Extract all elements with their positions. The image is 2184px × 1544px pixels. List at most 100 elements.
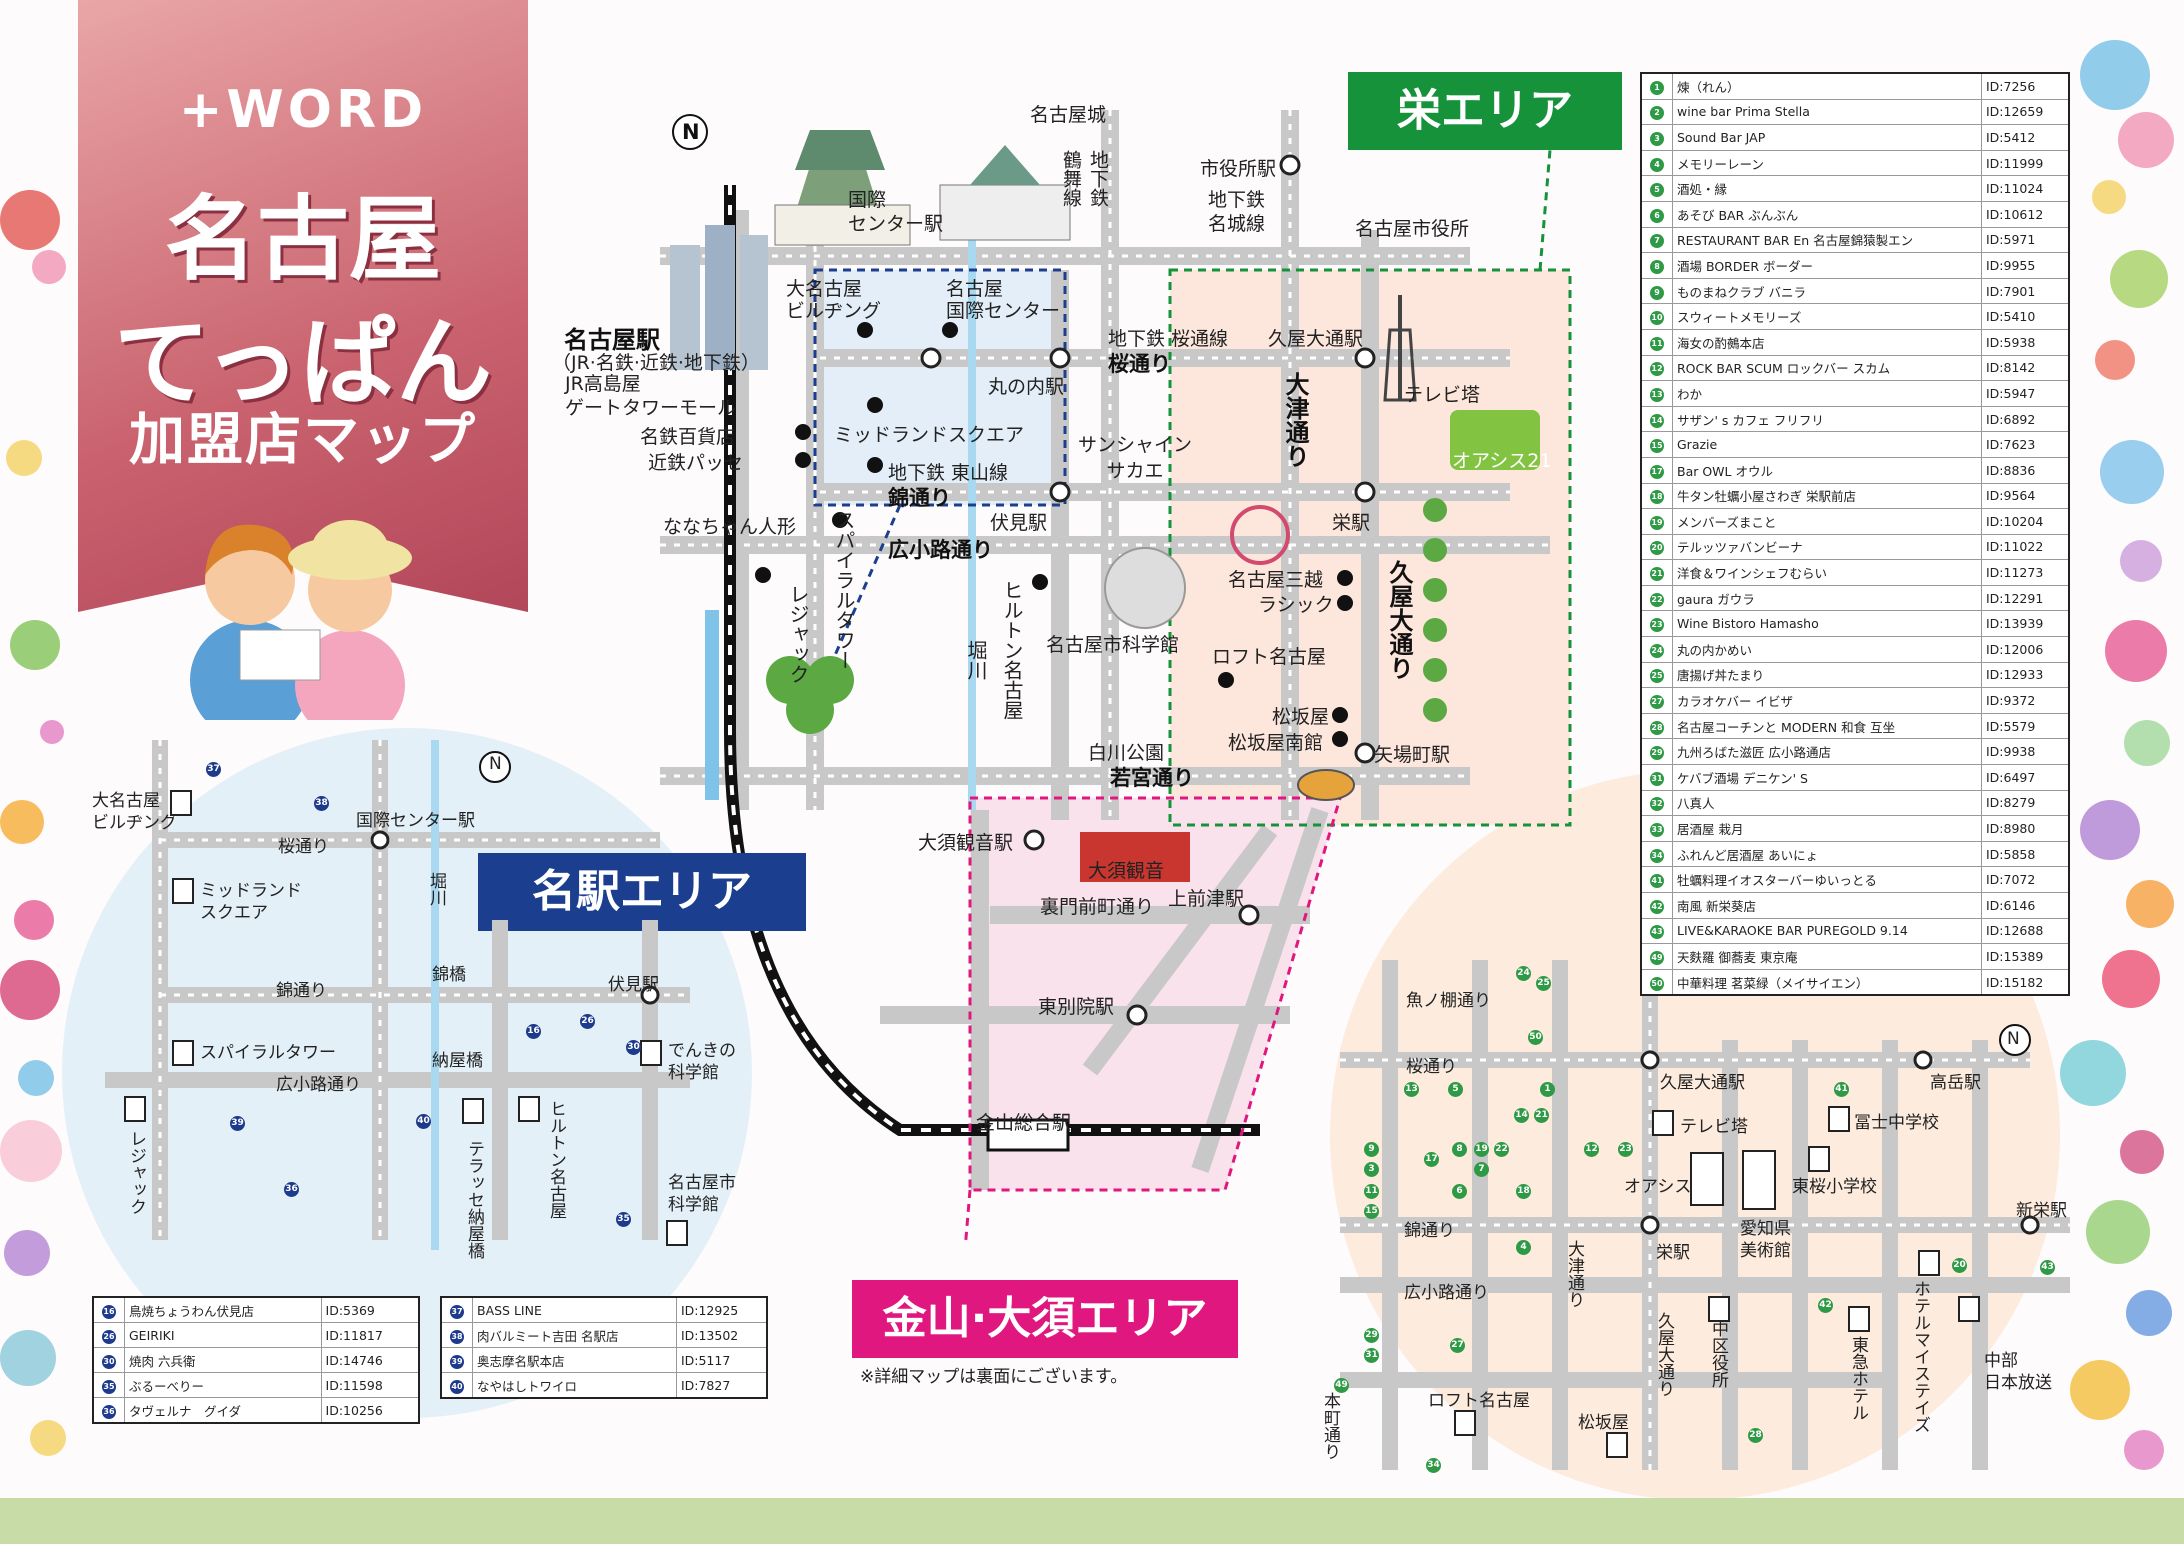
meieki-pin[interactable]: 35	[616, 1212, 631, 1227]
sakae-pin[interactable]: 6	[1452, 1184, 1467, 1199]
store-name: BASS LINE	[472, 1296, 677, 1323]
sakae-pin[interactable]: 34	[1426, 1458, 1441, 1473]
meieki-pin[interactable]: 40	[416, 1114, 431, 1129]
sakae-pin[interactable]: 23	[1618, 1142, 1633, 1157]
sakae-pin[interactable]: 8	[1452, 1142, 1467, 1157]
sakae-pin[interactable]: 49	[1334, 1378, 1349, 1393]
sakae-pin[interactable]: 11	[1364, 1184, 1379, 1199]
sakae-pin[interactable]: 25	[1536, 976, 1551, 991]
sakae-pin[interactable]: 4	[1516, 1240, 1531, 1255]
sakae-pin[interactable]: 3	[1364, 1162, 1379, 1177]
sakae-pin[interactable]: 31	[1364, 1348, 1379, 1363]
sakae-label-hotel-mystays: ホテルマイステイズ	[1910, 1280, 1930, 1433]
meieki-pin[interactable]: 38	[314, 796, 329, 811]
sakae-pin[interactable]: 14	[1514, 1108, 1529, 1123]
store-name: スウィートメモリーズ	[1672, 303, 1982, 330]
sakae-pin[interactable]: 24	[1516, 966, 1531, 981]
store-number-badge: 10	[1640, 303, 1673, 330]
sakae-pin[interactable]: 13	[1404, 1082, 1419, 1097]
sakae-pin[interactable]: 29	[1364, 1328, 1379, 1343]
label-tsurumai-line: 地下鉄 鶴舞線	[1060, 150, 1109, 207]
meieki-pin[interactable]: 37	[206, 762, 221, 777]
store-name: RESTAURANT BAR En 名古屋錦猿製エン	[1672, 226, 1982, 254]
label-kokusai-center: 名古屋 国際センター	[946, 278, 1061, 322]
sakae-pin[interactable]: 17	[1424, 1152, 1439, 1167]
sakae-pin[interactable]: 12	[1584, 1142, 1599, 1157]
sakae-pin[interactable]: 18	[1516, 1184, 1531, 1199]
sakae-pin[interactable]: 27	[1450, 1338, 1465, 1353]
sakae-pin[interactable]: 50	[1528, 1030, 1543, 1045]
sakae-pin[interactable]: 5	[1448, 1082, 1463, 1097]
sakae-pin[interactable]: 1	[1540, 1082, 1555, 1097]
store-id: ID:7072	[1981, 866, 2070, 893]
meieki-pin[interactable]: 26	[580, 1014, 595, 1029]
sakae-pin[interactable]: 15	[1364, 1204, 1379, 1219]
store-name: 牛タン牡蠣小屋さわぎ 栄駅前店	[1672, 482, 1982, 510]
sakae-pin[interactable]: 19	[1474, 1142, 1489, 1157]
sakae-pin[interactable]: 43	[2040, 1260, 2055, 1275]
meieki-pin[interactable]: 39	[230, 1116, 245, 1131]
sakae-pin[interactable]: 22	[1494, 1142, 1509, 1157]
sakae-pin[interactable]: 41	[1834, 1082, 1849, 1097]
sakae-pin[interactable]: 42	[1818, 1298, 1833, 1313]
store-name: 唐揚げ丼たまり	[1672, 661, 1982, 689]
store-number: 10	[1650, 311, 1664, 326]
meieki-pin[interactable]: 16	[526, 1024, 541, 1039]
label-nagoya-eki-lines: （JR·名鉄·近鉄·地下鉄）	[552, 352, 760, 374]
sakae-pin[interactable]: 28	[1748, 1428, 1763, 1443]
meieki-label-lejac: レジャック	[126, 1130, 146, 1215]
sakae-pin[interactable]: 9	[1364, 1142, 1379, 1157]
sakae-pin[interactable]: 7	[1474, 1162, 1489, 1177]
sakae-pin[interactable]: 21	[1534, 1108, 1549, 1123]
meieki-pin[interactable]: 36	[284, 1182, 299, 1197]
page-map-title: 加盟店マップ	[129, 408, 477, 473]
meieki-pin[interactable]: 30	[626, 1040, 641, 1055]
sakae-pin[interactable]: 20	[1952, 1258, 1967, 1273]
